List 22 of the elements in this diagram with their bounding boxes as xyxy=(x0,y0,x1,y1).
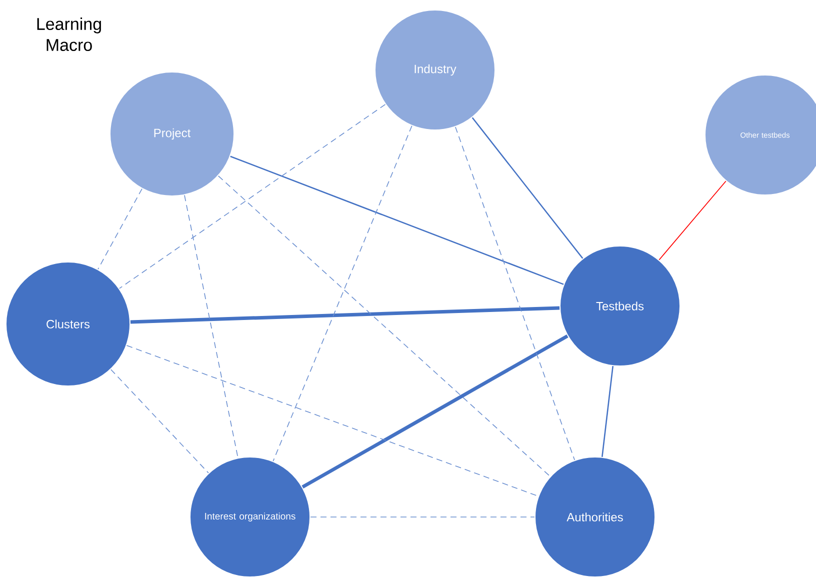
connector-line xyxy=(601,366,614,457)
connector-line xyxy=(455,126,576,460)
circle-node: Industry xyxy=(374,10,496,130)
connector-line xyxy=(302,334,568,489)
connector-line xyxy=(126,345,539,497)
connector-line xyxy=(110,369,209,474)
connector-line xyxy=(98,188,142,270)
connector-line xyxy=(310,516,535,518)
circle-node: Clusters xyxy=(6,262,130,386)
title: Learning Macro xyxy=(37,18,101,52)
circle-node: Authorities xyxy=(534,456,656,578)
circle-node: Project xyxy=(110,72,234,196)
circle-node: Testbeds xyxy=(560,246,680,366)
connector-line xyxy=(230,156,564,285)
connector-line xyxy=(119,104,386,289)
connector-line xyxy=(472,117,584,259)
connector-line xyxy=(130,306,560,324)
connector-line xyxy=(272,126,412,462)
connector-line xyxy=(184,194,238,458)
circle-node: Interest organizations xyxy=(190,456,310,578)
connector-line xyxy=(658,180,726,260)
connector-line xyxy=(218,176,551,477)
